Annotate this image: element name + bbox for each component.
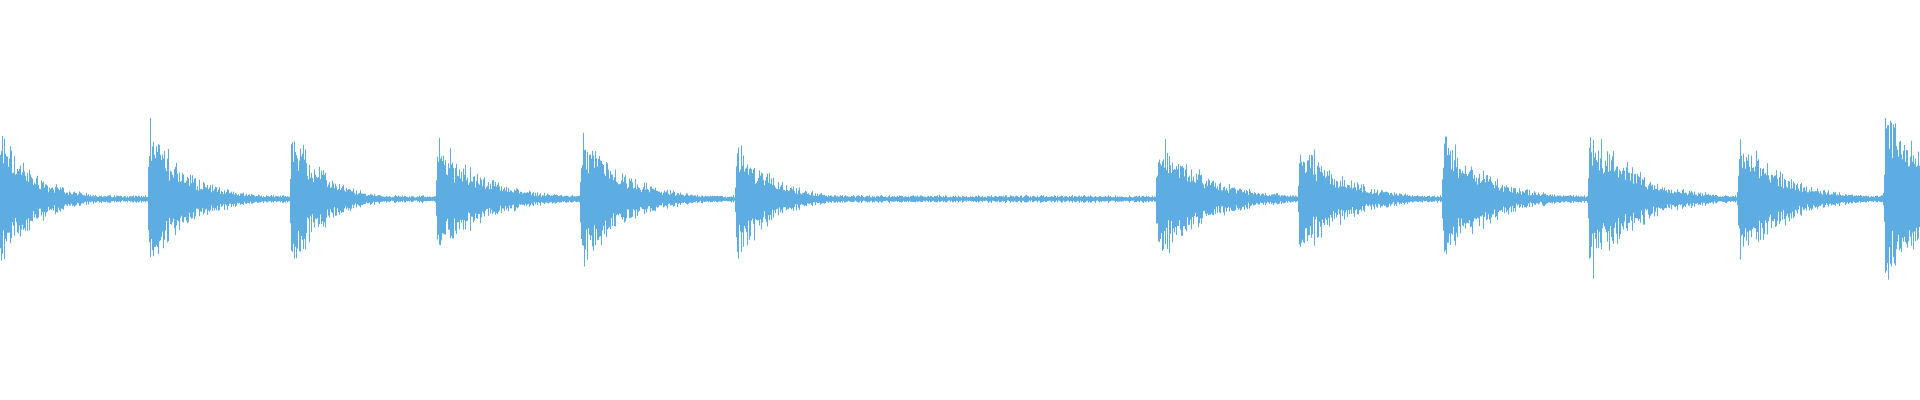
audio-waveform-view[interactable] <box>0 0 1920 400</box>
waveform-canvas[interactable] <box>0 0 1920 400</box>
